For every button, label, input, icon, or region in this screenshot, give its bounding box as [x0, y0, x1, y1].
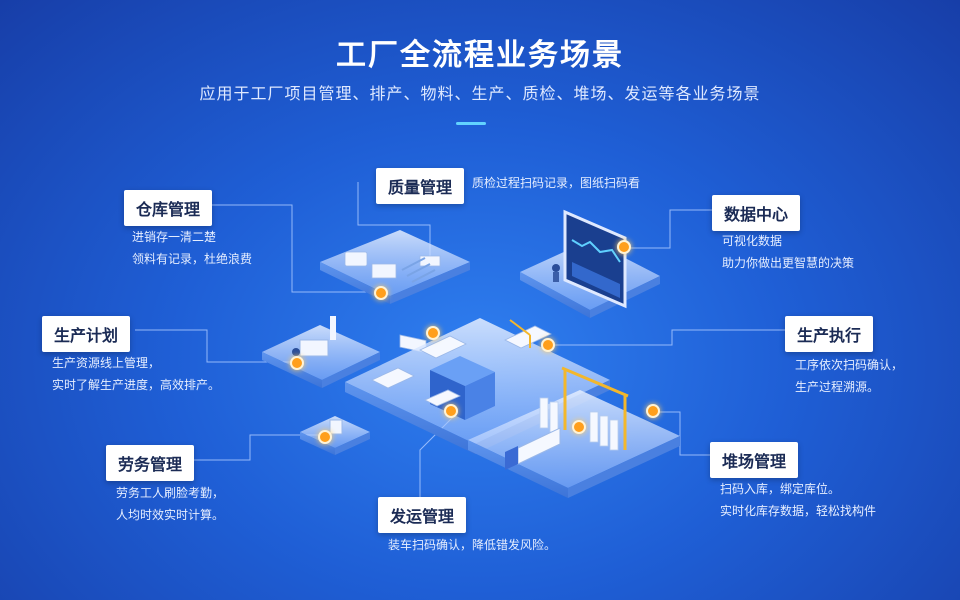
labor-label[interactable]: 劳务管理 — [106, 445, 195, 481]
data-center-label[interactable]: 数据中心 — [712, 195, 801, 231]
plan-desc-line2: 实时了解生产进度，高效排产。 — [52, 378, 221, 392]
marker-dot — [290, 356, 304, 370]
labor-desc-line1: 劳务工人刷脸考勤， — [116, 486, 225, 500]
marker-dot — [572, 420, 586, 434]
marker-dot — [374, 286, 388, 300]
marker-dot — [426, 326, 440, 340]
warehouse-label[interactable]: 仓库管理 — [124, 190, 213, 226]
marker-dot — [444, 404, 458, 418]
yard-label[interactable]: 堆场管理 — [710, 442, 799, 478]
plan-desc-line1: 生产资源线上管理， — [52, 356, 161, 370]
quality-label[interactable]: 质量管理 — [376, 168, 465, 204]
shipping-desc-line1: 装车扫码确认，降低错发风险。 — [388, 538, 557, 552]
page-title: 工厂全流程业务场景 — [336, 38, 624, 73]
execution-desc-line1: 工序依次扫码确认， — [795, 358, 904, 372]
execution-desc-line2: 生产过程溯源。 — [795, 380, 880, 394]
yard-desc-line2: 实时化库存数据，轻松找构件 — [720, 504, 877, 518]
execution-label[interactable]: 生产执行 — [785, 316, 874, 352]
page-subtitle: 应用于工厂项目管理、排产、物料、生产、质检、堆场、发运等各业务场景 — [199, 84, 761, 103]
labor-desc-line2: 人均时效实时计算。 — [116, 508, 225, 522]
quality-desc-line1: 质检过程扫码记录，图纸扫码看 — [472, 176, 641, 190]
marker-dot — [617, 240, 631, 254]
plan-label[interactable]: 生产计划 — [42, 316, 131, 352]
title-underline — [456, 122, 486, 125]
marker-dot — [541, 338, 555, 352]
shipping-label[interactable]: 发运管理 — [378, 497, 467, 533]
warehouse-desc-line2: 领料有记录，杜绝浪费 — [132, 252, 253, 266]
warehouse-desc-line1: 进销存一清二楚 — [132, 230, 217, 244]
data-center-desc-line1: 可视化数据 — [722, 234, 783, 248]
yard-desc-line1: 扫码入库，绑定库位。 — [720, 482, 841, 496]
production-plan-platform — [262, 316, 380, 388]
data-center-desc-line2: 助力你做出更智慧的决策 — [722, 256, 855, 270]
warehouse-platform — [320, 230, 470, 354]
marker-dot — [318, 430, 332, 444]
data-center-platform — [520, 209, 660, 318]
yard-platform — [468, 366, 680, 498]
marker-dot — [646, 404, 660, 418]
labor-platform — [300, 416, 370, 455]
